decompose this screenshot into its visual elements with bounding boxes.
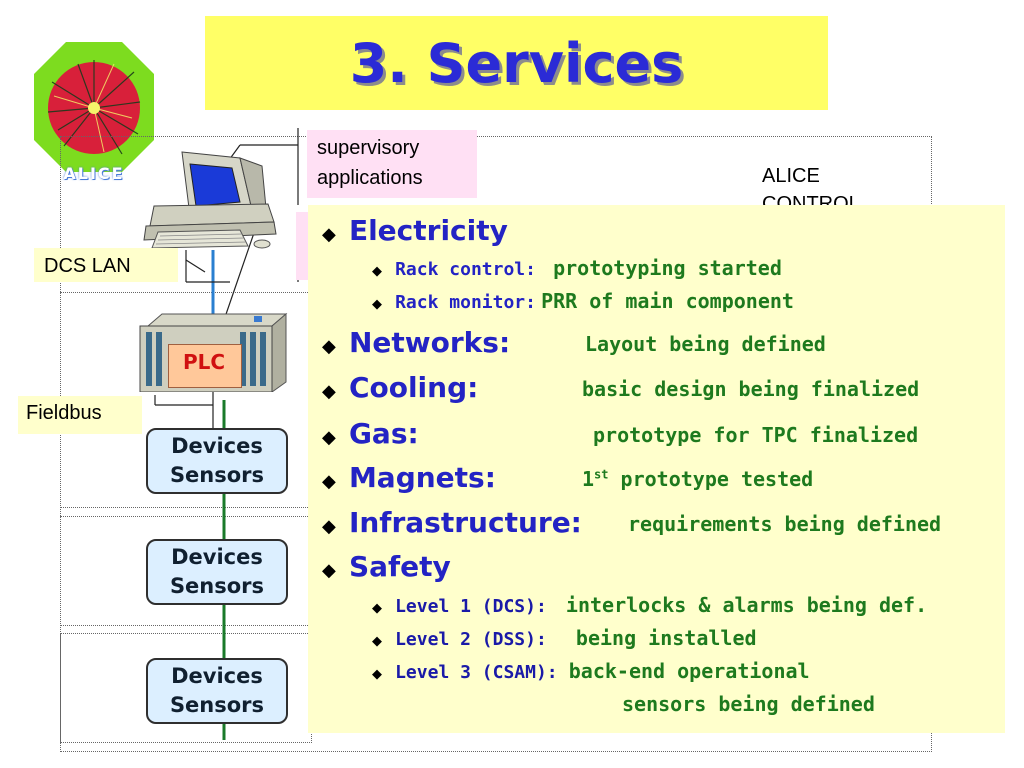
workstation-icon (140, 150, 280, 250)
diamond-bullet-icon: ◆ (372, 297, 382, 312)
bullet-networks: ◆ Networks: (322, 326, 510, 359)
diamond-bullet-icon: ◆ (372, 634, 382, 649)
bullet-infrastructure: ◆ Infrastructure: (322, 506, 582, 539)
supervisory-line-1: supervisory (317, 137, 420, 159)
level2-value: being installed (575, 626, 757, 650)
pink-strip (296, 212, 310, 280)
title-banner (205, 16, 828, 110)
rack-monitor-label: Rack monitor: (395, 292, 536, 313)
bullet-level-1: ◆ Level 1 (DCS): interlocks & alarms bei… (372, 593, 927, 617)
magnets-value-text: prototype tested (620, 467, 814, 491)
dcs-lan-label (34, 248, 178, 282)
devices-sensors-box-1: Devices Sensors (146, 428, 288, 494)
sensors-label-1: Sensors (169, 463, 265, 487)
rack-control-label: Rack control: (395, 259, 536, 280)
devices-sensors-box-3: Devices Sensors (146, 658, 288, 724)
magnets-value-number: 1 (582, 467, 595, 491)
supervisory-line-2: applications (317, 167, 423, 189)
diamond-bullet-icon: ◆ (322, 560, 336, 581)
bullet-level-3: ◆ Level 3 (CSAM): back-end operational (372, 659, 810, 683)
dcs-lan-text: DCS LAN (44, 255, 131, 277)
cooling-heading: Cooling: (348, 371, 479, 404)
magnets-heading: Magnets: (348, 461, 496, 494)
plc-label: PLC (182, 350, 226, 374)
level3-value-2: sensors being defined (622, 692, 875, 716)
networks-value: Layout being defined (585, 332, 826, 356)
diamond-bullet-icon: ◆ (322, 516, 336, 537)
alice-logo-graphic (34, 42, 154, 172)
networks-heading: Networks: (348, 326, 511, 359)
alice-logo: ALICE (34, 42, 154, 184)
devices-label-3: Devices (171, 664, 263, 688)
sensors-label-3: Sensors (169, 693, 265, 717)
level2-label: Level 2 (DSS): (395, 629, 547, 650)
diamond-bullet-icon: ◆ (322, 381, 336, 402)
bullet-rack-control: ◆ Rack control: prototyping started (372, 256, 782, 280)
devices-sensors-box-2: Devices Sensors (146, 539, 288, 605)
diamond-bullet-icon: ◆ (322, 336, 336, 357)
bullet-gas: ◆ Gas: (322, 417, 419, 450)
magnets-value: 1st prototype tested (582, 467, 813, 491)
diamond-bullet-icon: ◆ (322, 427, 336, 448)
bullet-cooling: ◆ Cooling: (322, 371, 478, 404)
level1-label: Level 1 (DCS): (395, 596, 547, 617)
fieldbus-text: Fieldbus (26, 402, 102, 424)
devices-label-1: Devices (171, 434, 263, 458)
gas-heading: Gas: (348, 417, 419, 450)
plc-badge (168, 344, 242, 388)
diamond-bullet-icon: ◆ (372, 264, 382, 279)
cooling-value: basic design being finalized (582, 377, 920, 401)
magnets-value-superscript: st (594, 467, 609, 482)
rack-control-value: prototyping started (553, 256, 782, 280)
bullet-level-2: ◆ Level 2 (DSS): being installed (372, 626, 757, 650)
rack-monitor-value: PRR of main component (541, 289, 794, 313)
sensors-label-2: Sensors (169, 574, 265, 598)
bullet-safety: ◆ Safety (322, 550, 451, 583)
bullet-magnets: ◆ Magnets: (322, 461, 496, 494)
bullet-electricity: ◆ Electricity (322, 214, 508, 247)
level3-label: Level 3 (CSAM): (395, 662, 558, 683)
fieldbus-label (18, 396, 142, 434)
alice-control-line-1: ALICE (762, 165, 820, 187)
diamond-bullet-icon: ◆ (372, 601, 382, 616)
supervisory-applications-label (307, 130, 477, 198)
page-title: 3. Services (349, 31, 684, 95)
gas-value: prototype for TPC finalized (593, 423, 919, 447)
alice-logo-text: ALICE (63, 164, 125, 183)
services-status-panel (308, 205, 1005, 733)
electricity-heading: Electricity (348, 214, 508, 247)
diamond-bullet-icon: ◆ (322, 471, 336, 492)
safety-heading: Safety (348, 550, 451, 583)
diamond-bullet-icon: ◆ (372, 667, 382, 682)
devices-label-2: Devices (171, 545, 263, 569)
diamond-bullet-icon: ◆ (322, 224, 336, 245)
level3-value-1: back-end operational (568, 659, 810, 683)
level1-value: interlocks & alarms being def. (565, 593, 928, 617)
infrastructure-heading: Infrastructure: (348, 506, 582, 539)
infrastructure-value: requirements being defined (628, 512, 942, 536)
bullet-rack-monitor: ◆ Rack monitor: PRR of main component (372, 289, 794, 313)
